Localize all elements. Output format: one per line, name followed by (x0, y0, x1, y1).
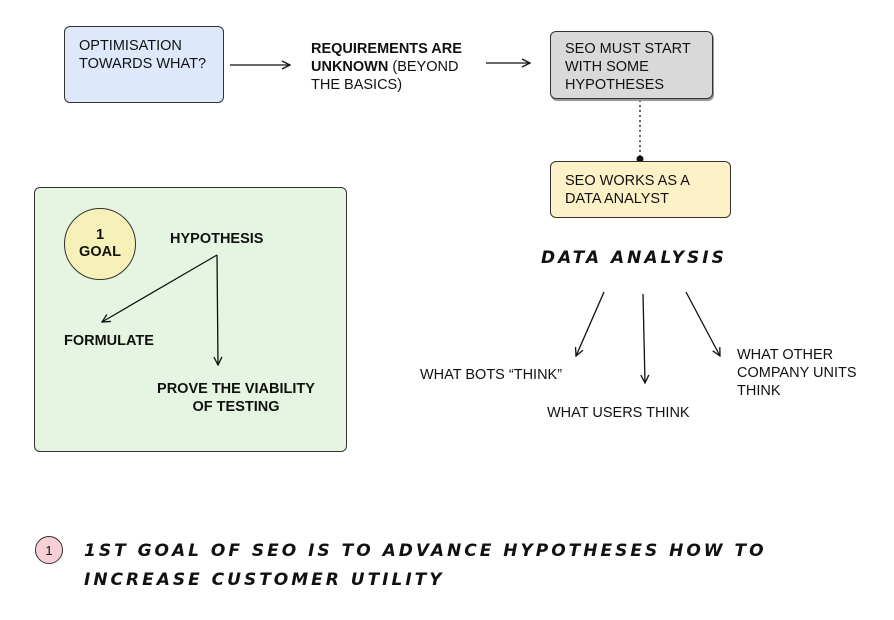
hypothesis-label: HYPOTHESIS (170, 231, 264, 247)
footnote-badge: 1 (35, 536, 63, 564)
goal-number: 1 (95, 226, 105, 243)
arrow-to-bots (576, 291, 605, 356)
formulate-label: FORMULATE (64, 333, 154, 349)
prove-label: PROVE THE VIABILITY OF TESTING (157, 381, 315, 416)
goal-circle: 1 GOAL (64, 208, 136, 280)
requirements-text: REQUIREMENTS ARE UNKNOWN (BEYOND THE BAS… (311, 40, 483, 94)
users-label: WHAT USERS THINK (547, 405, 690, 421)
arrow-to-prove (217, 254, 218, 365)
optimisation-box: OPTIMISATION TOWARDS WHAT? (64, 26, 224, 103)
arrow-to-users (643, 293, 645, 383)
goal-word: GOAL (79, 244, 121, 260)
goal-panel (34, 187, 347, 452)
arrow-to-units (685, 291, 720, 356)
data-analysis-title: DATA ANALYSIS (541, 248, 727, 268)
bots-label: WHAT BOTS “THINK” (420, 367, 563, 383)
requirements-bold: REQUIREMENTS ARE UNKNOWN (311, 41, 462, 76)
arrow-to-formulate (102, 254, 218, 322)
hypotheses-text: SEO MUST START WITH SOME HYPOTHESES (565, 41, 691, 94)
goal-panel-arrows (34, 254, 347, 452)
footnote-number: 1 (45, 542, 53, 558)
requirements-rest: (BEYOND THE BASICS) (311, 59, 459, 94)
footnote-text: 1ST GOAL OF SEO IS TO ADVANCE HYPOTHESES… (84, 541, 767, 590)
hypotheses-box: SEO MUST START WITH SOME HYPOTHESES (550, 31, 713, 99)
units-label: WHAT OTHER COMPANY UNITS THINK (737, 347, 857, 400)
data-analyst-box: SEO WORKS AS A DATA ANALYST (550, 161, 731, 218)
connector-dot (636, 155, 644, 163)
optimisation-text: OPTIMISATION TOWARDS WHAT? (79, 38, 207, 73)
data-analyst-text: SEO WORKS AS A DATA ANALYST (565, 173, 690, 208)
